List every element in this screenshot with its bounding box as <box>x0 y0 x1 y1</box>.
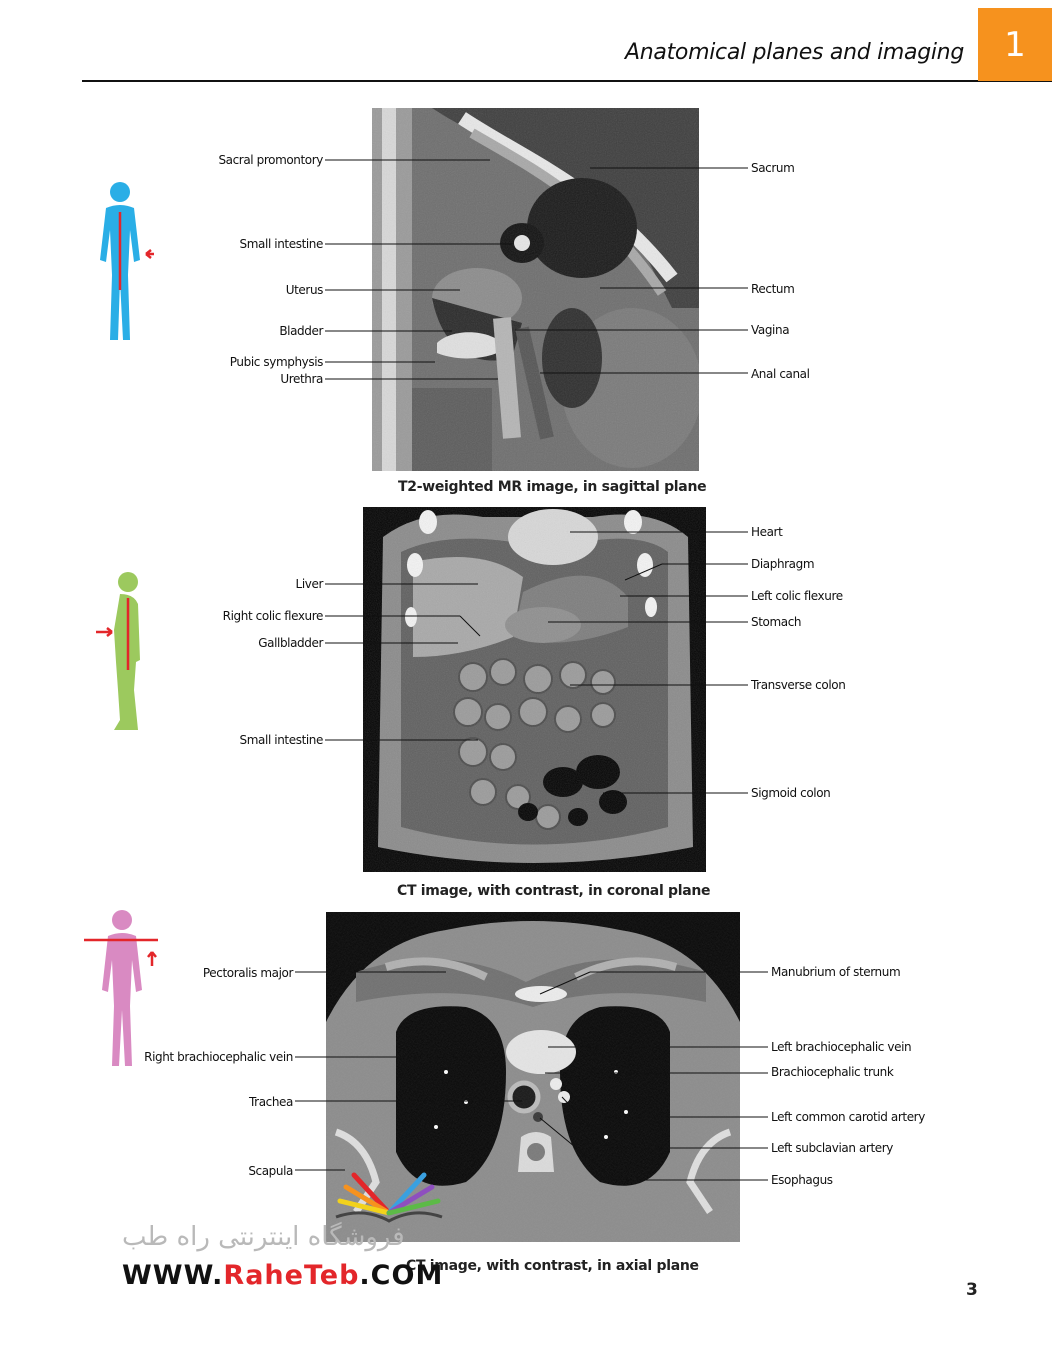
label-trachea: Trachea <box>249 1095 293 1109</box>
label-rectum: Rectum <box>751 282 795 296</box>
label-left-brachiocephalic-vein: Left brachiocephalic vein <box>771 1040 912 1054</box>
label-gallbladder: Gallbladder <box>258 636 323 650</box>
label-liver: Liver <box>295 577 324 591</box>
label-small-intestine-mr: Small intestine <box>239 237 324 251</box>
watermark-logo <box>334 1165 444 1227</box>
sagittal-mr-image <box>372 108 699 471</box>
coronal-ct-image <box>363 507 706 872</box>
label-transverse-colon: Transverse colon <box>751 678 846 692</box>
header-rule <box>82 80 1052 82</box>
label-urethra: Urethra <box>280 372 323 386</box>
caption-axial: CT image, with contrast, in axial plane <box>406 1258 699 1274</box>
watermark-url-brand: RaheTeb <box>223 1260 360 1291</box>
label-diaphragm: Diaphragm <box>751 557 815 571</box>
label-anal-canal: Anal canal <box>751 367 810 381</box>
open-book-rainbow-icon <box>335 1172 443 1223</box>
label-scapula: Scapula <box>248 1164 293 1178</box>
human-figure-front-pink-icon <box>102 910 142 1066</box>
label-pectoralis-major: Pectoralis major <box>202 966 294 980</box>
body-icon-sagittal <box>88 180 158 345</box>
label-sigmoid-colon: Sigmoid colon <box>751 786 831 800</box>
label-right-colic-flexure: Right colic flexure <box>222 609 324 623</box>
label-bladder: Bladder <box>279 324 323 338</box>
axial-ct-image <box>326 912 740 1242</box>
page-number: 3 <box>966 1280 978 1300</box>
body-icon-coronal <box>94 570 150 735</box>
label-pubic-symphysis: Pubic symphysis <box>229 355 324 369</box>
label-left-common-carotid-artery: Left common carotid artery <box>771 1110 925 1124</box>
watermark-url[interactable]: WWW.RaheTeb.COM <box>122 1260 443 1291</box>
label-vagina: Vagina <box>751 323 790 337</box>
body-icon-axial <box>82 906 162 1071</box>
label-small-intestine-ct: Small intestine <box>239 733 324 747</box>
label-heart: Heart <box>751 525 783 539</box>
watermark-url-suffix: .COM <box>359 1260 444 1291</box>
chapter-tab: 1 <box>978 8 1052 81</box>
label-uterus: Uterus <box>285 283 324 297</box>
watermark-url-prefix: WWW. <box>122 1260 224 1291</box>
label-brachiocephalic-trunk: Brachiocephalic trunk <box>771 1065 894 1079</box>
label-sacral-promontory: Sacral promontory <box>218 153 323 167</box>
label-sacrum: Sacrum <box>751 161 795 175</box>
label-left-subclavian-artery: Left subclavian artery <box>771 1141 893 1155</box>
label-right-brachiocephalic-vein: Right brachiocephalic vein <box>144 1050 293 1064</box>
caption-sagittal: T2-weighted MR image, in sagittal plane <box>398 479 707 495</box>
running-header-title: Anatomical planes and imaging <box>625 40 964 65</box>
caption-coronal: CT image, with contrast, in coronal plan… <box>397 883 711 899</box>
label-left-colic-flexure: Left colic flexure <box>751 589 843 603</box>
watermark-persian-text: فروشگاه اینترنتی راه طب <box>122 1222 405 1252</box>
label-esophagus: Esophagus <box>771 1173 833 1187</box>
label-manubrium-of-sternum: Manubrium of sternum <box>771 965 901 979</box>
label-stomach: Stomach <box>751 615 802 629</box>
